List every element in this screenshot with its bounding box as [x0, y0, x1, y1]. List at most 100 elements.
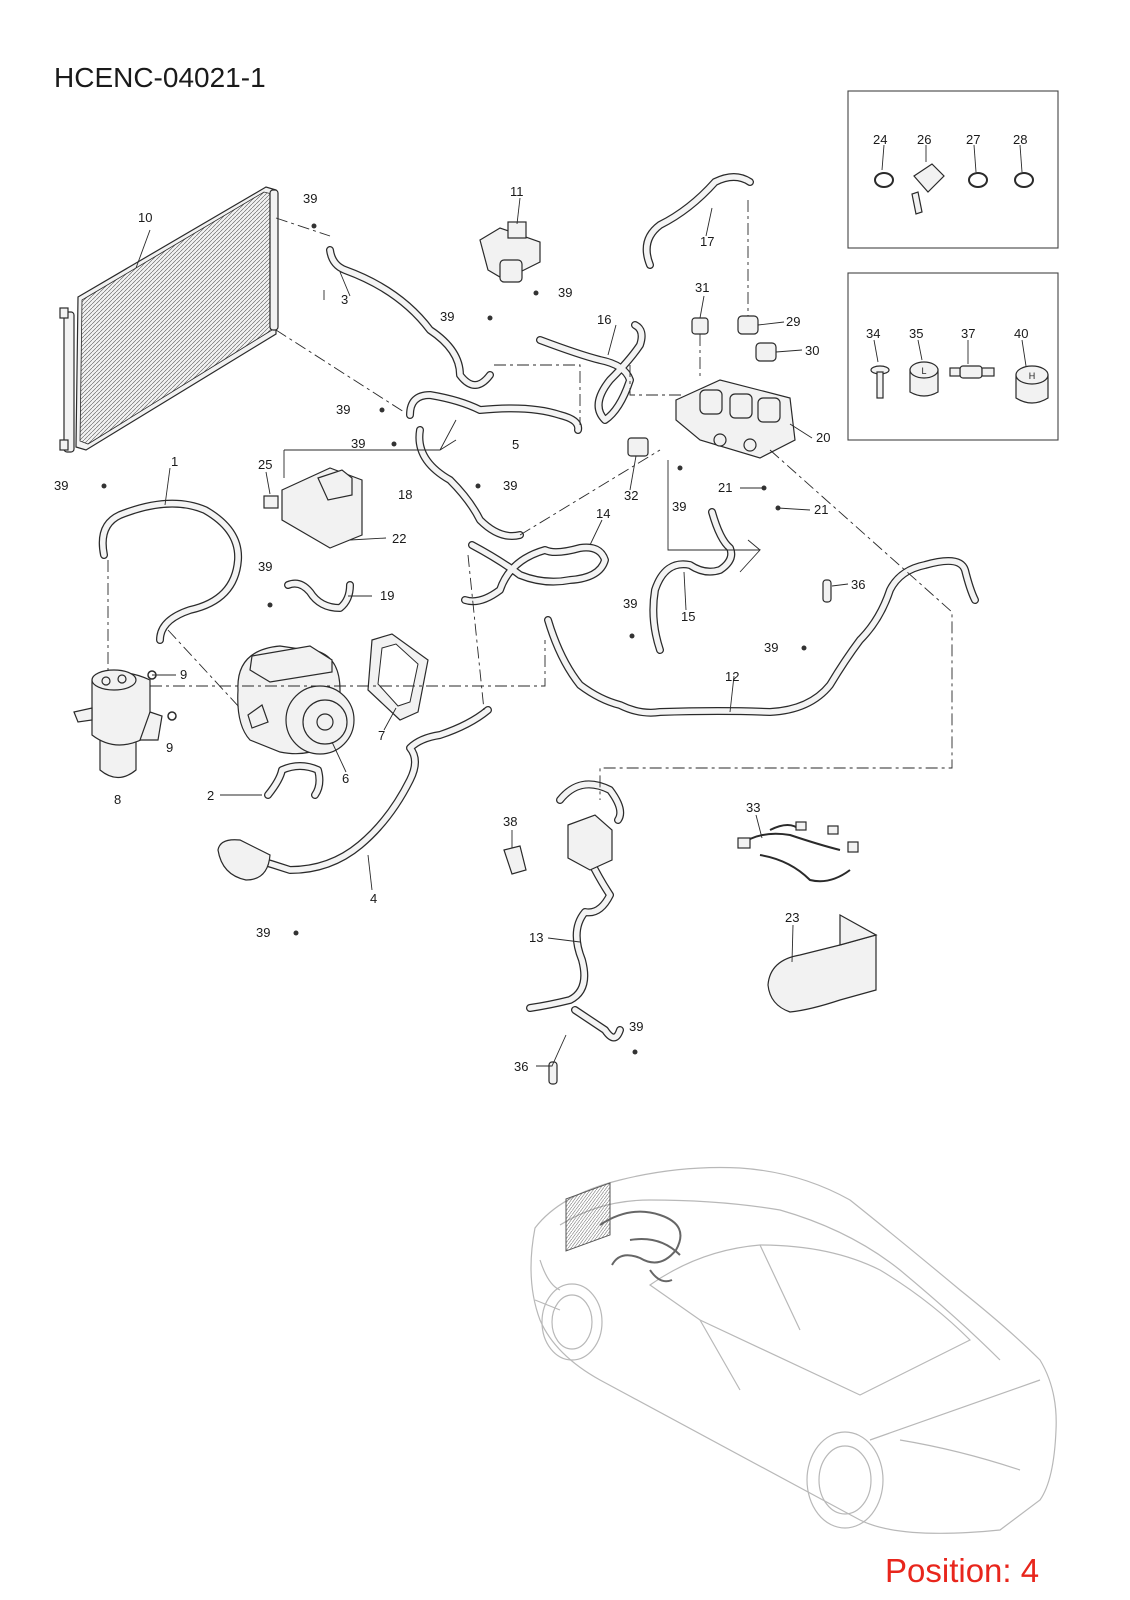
callout-13: 13	[529, 930, 543, 945]
callout-8: 8	[114, 792, 121, 807]
chiller-22	[263, 467, 363, 549]
callout-7: 7	[378, 728, 385, 743]
callout-19: 19	[380, 588, 394, 603]
callout-4: 4	[370, 891, 377, 906]
callout-2: 2	[207, 788, 214, 803]
service-port-detail-box	[847, 272, 1059, 441]
hose-3	[326, 246, 494, 389]
hose-14	[461, 541, 609, 606]
hose-19	[284, 579, 354, 612]
callout-39f: 39	[54, 478, 68, 493]
callout-35: 35	[909, 326, 923, 341]
assembly-lines	[107, 200, 953, 800]
pressure-sensor-30	[755, 342, 777, 362]
callout-20: 20	[816, 430, 830, 445]
callout-40: 40	[1014, 326, 1028, 341]
callout-24: 24	[873, 132, 887, 147]
callout-25: 25	[258, 457, 272, 472]
callout-31: 31	[695, 280, 709, 295]
callout-14: 14	[596, 506, 610, 521]
callout-15: 15	[681, 609, 695, 624]
callout-23: 23	[785, 910, 799, 925]
callout-29: 29	[786, 314, 800, 329]
bolt-34	[870, 365, 890, 399]
callout-26: 26	[917, 132, 931, 147]
valve-manifold-20	[627, 379, 796, 459]
callout-22: 22	[392, 531, 406, 546]
hose-2	[264, 762, 324, 799]
callout-12: 12	[725, 669, 739, 684]
callout-1: 1	[171, 454, 178, 469]
o-ring-27	[968, 172, 988, 188]
receiver-drier	[73, 669, 177, 779]
hose-12	[544, 557, 979, 717]
callout-39m: 39	[629, 1019, 643, 1034]
bolt-39-markers	[101, 223, 807, 1055]
callout-39k: 39	[764, 640, 778, 655]
callout-39l: 39	[256, 925, 270, 940]
callout-27: 27	[966, 132, 980, 147]
callout-11: 11	[510, 184, 524, 199]
callout-21b: 21	[814, 502, 828, 517]
cap-mark-low: L	[921, 366, 926, 376]
position-label: Position: 4	[885, 1552, 1039, 1589]
callout-39g: 39	[503, 478, 517, 493]
pressure-sensor-29	[737, 315, 759, 335]
callout-9a: 9	[180, 667, 187, 682]
wiring-harness-33	[737, 821, 859, 883]
hose-15	[649, 508, 736, 654]
callout-28: 28	[1013, 132, 1027, 147]
pressure-sensor-31	[691, 317, 709, 335]
vehicle-locator-outline	[530, 1166, 1057, 1534]
callout-38: 38	[503, 814, 517, 829]
hose-4	[217, 706, 492, 881]
callout-36b: 36	[514, 1059, 528, 1074]
temperature-sensor-36-upper	[822, 579, 832, 603]
o-ring-detail-box	[847, 90, 1059, 249]
callout-10: 10	[138, 210, 152, 225]
service-valve-37	[949, 365, 995, 379]
callout-39e: 39	[351, 436, 365, 451]
callout-21a: 21	[718, 480, 732, 495]
hose-17	[642, 173, 754, 269]
hose-13	[526, 780, 625, 1042]
callout-39b: 39	[558, 285, 572, 300]
o-ring-24	[874, 172, 894, 188]
hose-5	[406, 391, 583, 434]
callout-39h: 39	[672, 499, 686, 514]
callout-39j: 39	[623, 596, 637, 611]
switch-26	[911, 163, 945, 215]
hose-1	[98, 499, 243, 644]
compressor-bracket	[367, 633, 429, 721]
hose-16	[536, 321, 646, 424]
callout-3: 3	[341, 292, 348, 307]
callout-17: 17	[700, 234, 714, 249]
callout-39d: 39	[336, 402, 350, 417]
expansion-valve-11	[479, 221, 541, 283]
callout-18: 18	[398, 487, 412, 502]
o-ring-28	[1014, 172, 1034, 188]
callout-33: 33	[746, 800, 760, 815]
valve-38	[503, 814, 613, 875]
callout-5: 5	[512, 437, 519, 452]
callout-30: 30	[805, 343, 819, 358]
service-cap-35-low: L	[909, 361, 939, 397]
callout-37: 37	[961, 326, 975, 341]
callout-39c: 39	[440, 309, 454, 324]
callout-6: 6	[342, 771, 349, 786]
group-brackets	[283, 419, 762, 573]
callout-32: 32	[624, 488, 638, 503]
callout-9b: 9	[166, 740, 173, 755]
diagram-code: HCENC-04021-1	[54, 62, 266, 93]
callout-39a: 39	[303, 191, 317, 206]
condenser	[59, 186, 279, 453]
temperature-sensor-36-lower	[548, 1061, 558, 1085]
leader-lines	[135, 144, 1027, 1067]
compressor	[237, 645, 355, 755]
service-cap-40-high: H	[1015, 365, 1049, 404]
callout-34: 34	[866, 326, 880, 341]
callout-36a: 36	[851, 577, 865, 592]
insulation-cover-23	[767, 913, 878, 1013]
callout-16: 16	[597, 312, 611, 327]
